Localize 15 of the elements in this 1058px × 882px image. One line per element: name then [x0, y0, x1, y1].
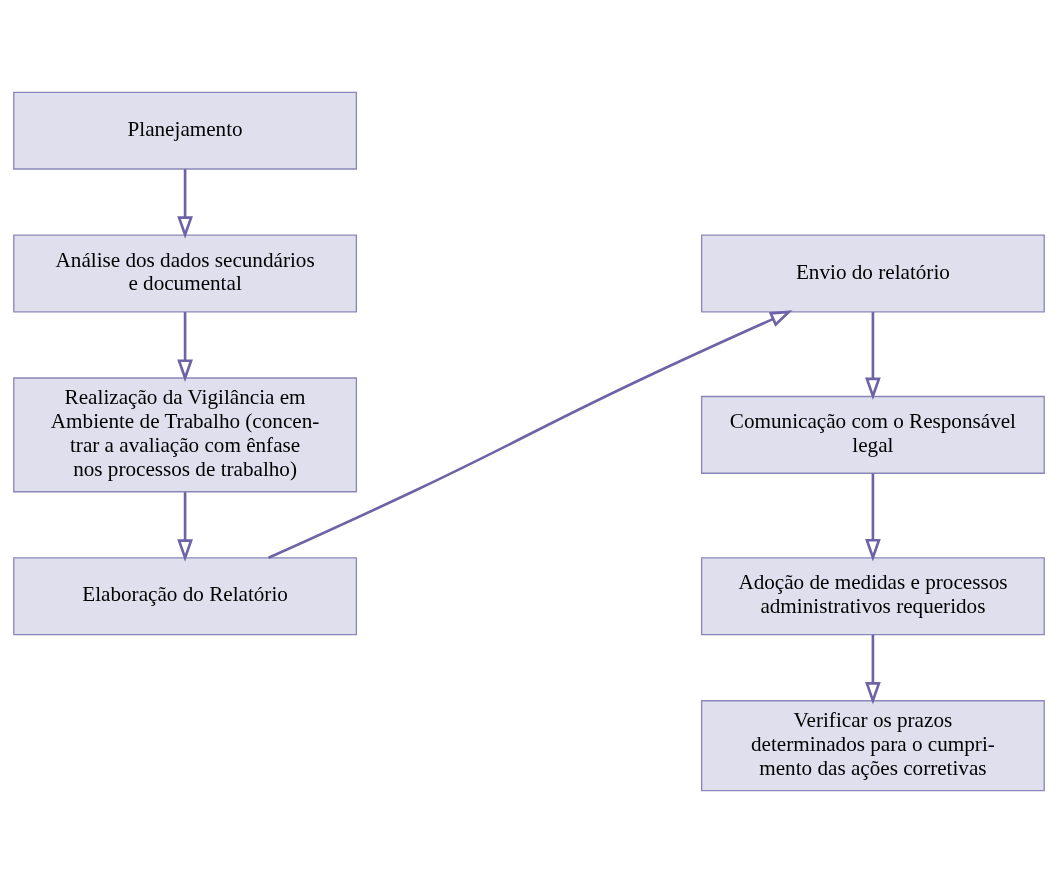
node-box: Realização da Vigilância em Ambiente de Trabalho (concen- trar a avaliação com ênfase nos processos de trabalho): [13, 376, 358, 492]
node-box: Comunicação com o Responsável legal: [700, 395, 1045, 474]
arrow: [177, 491, 193, 562]
arrow: [268, 309, 793, 559]
node-box: Verificar os prazos determinados para o cumpri- mento das ações corretivas: [700, 699, 1045, 791]
arrow: [177, 168, 193, 239]
node-box: Elaboração do Relatório: [13, 556, 358, 635]
arrow: [177, 311, 193, 382]
node-box: Adoção de medidas e processos administrativos requeridos: [700, 556, 1045, 635]
node-box: Planejamento: [13, 91, 358, 170]
arrow: [865, 472, 881, 561]
arrow: [865, 634, 881, 705]
node-box: Análise dos dados secundários e documental: [13, 234, 358, 313]
node-box: Envio do relatório: [700, 234, 1045, 313]
arrow: [865, 311, 881, 400]
